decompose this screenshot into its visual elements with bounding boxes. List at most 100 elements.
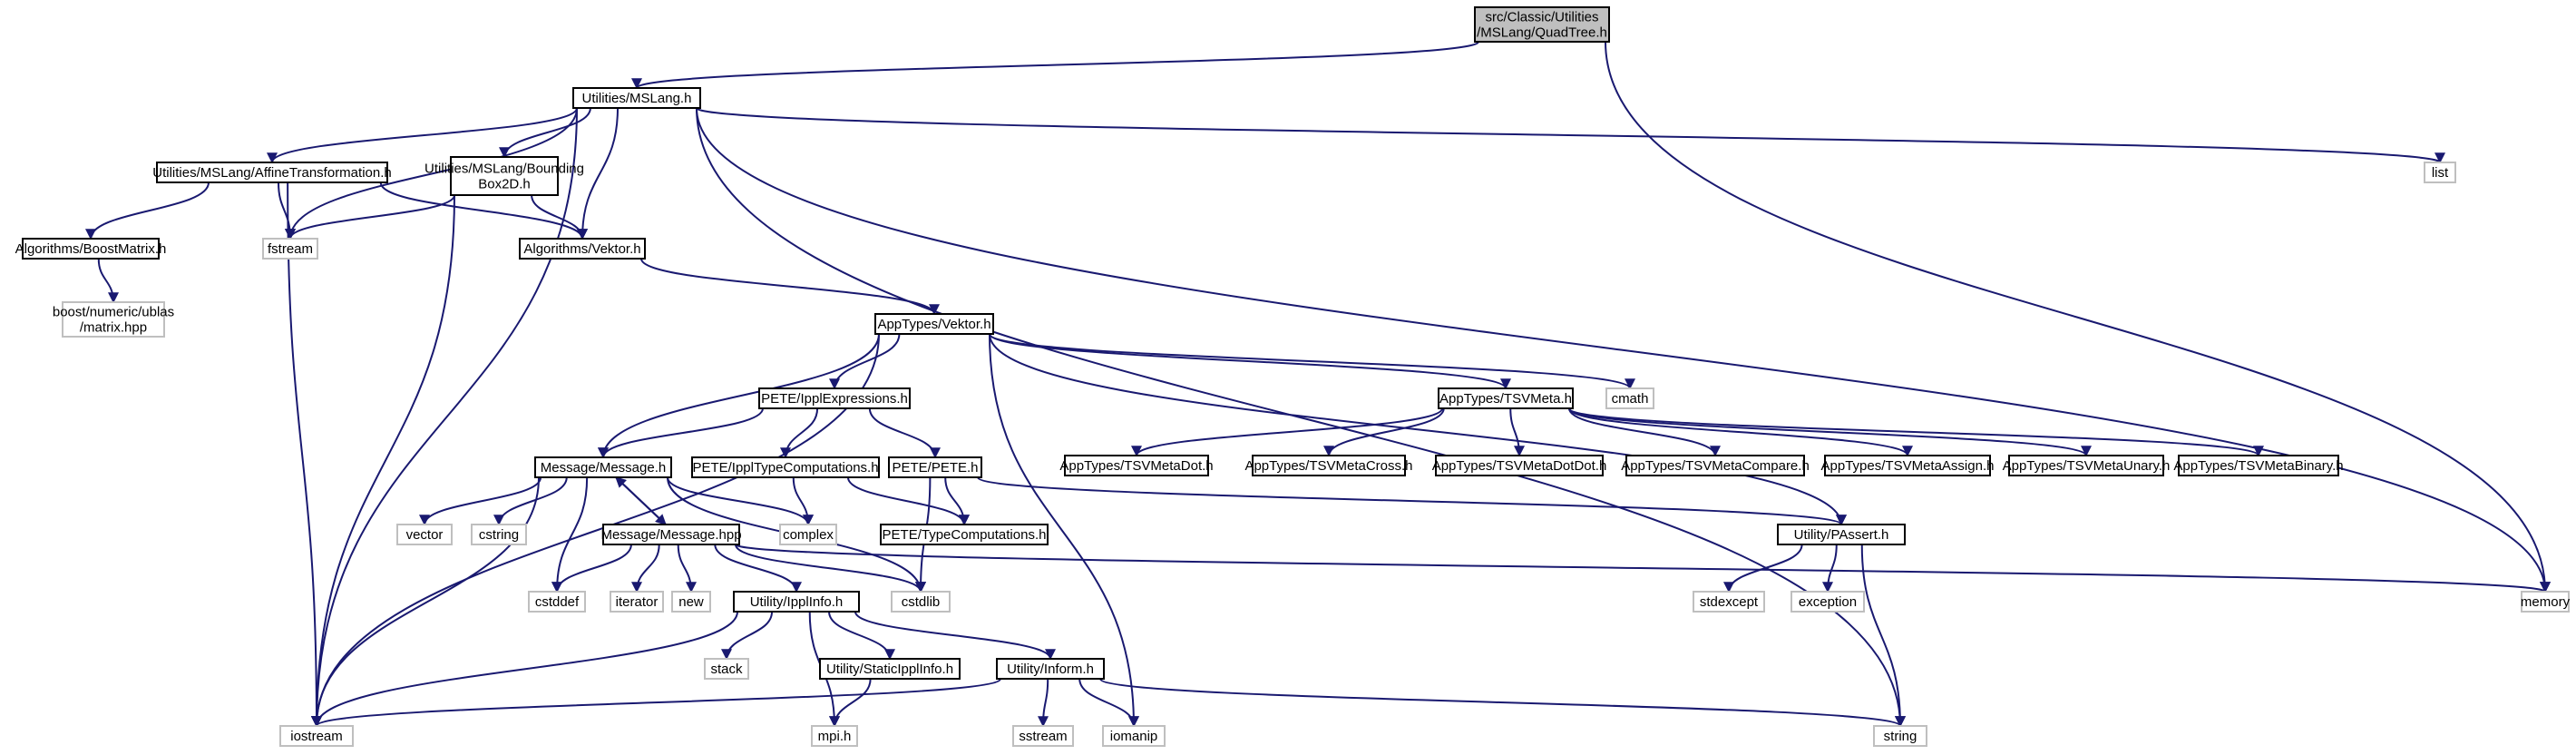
node-vector-box	[396, 524, 453, 545]
node-fstream-box	[262, 238, 318, 260]
node-ipplexpr[interactable]: PETE/IpplExpressions.h	[758, 387, 911, 409]
node-iterator-box	[610, 591, 664, 613]
node-ipplexpr-box	[758, 387, 911, 409]
node-ipplinfo-box	[733, 591, 860, 613]
node-memory-label: memory	[2521, 594, 2571, 610]
node-appvektor-box	[874, 313, 994, 335]
node-ipplexpr-label: PETE/IpplExpressions.h	[761, 391, 908, 407]
node-cstring-box	[471, 524, 527, 545]
node-root: src/Classic/Utilities/MSLang/QuadTree.h	[1474, 6, 1610, 43]
node-exception-label: exception	[1799, 594, 1857, 610]
node-tsvunary[interactable]: AppTypes/TSVMetaUnary.h	[2003, 455, 2171, 476]
node-ipplinfo[interactable]: Utility/IpplInfo.h	[733, 591, 860, 613]
node-mslang[interactable]: Utilities/MSLang.h	[572, 87, 701, 109]
node-list: list	[2424, 162, 2456, 183]
node-stdexcept-label: stdexcept	[1700, 594, 1759, 610]
node-staticippl-box	[819, 658, 961, 680]
node-tsvcross-label: AppTypes/TSVMetaCross.h	[1244, 458, 1412, 474]
edge-appvektor-to-tsvmeta	[989, 333, 1511, 390]
node-typecomp[interactable]: PETE/TypeComputations.h	[880, 524, 1049, 545]
node-boostmatrix-label: Algorithms/BoostMatrix.h	[15, 241, 167, 257]
node-tsvmeta-label: AppTypes/TSVMeta.h	[1439, 391, 1572, 407]
node-ipplinfo-label: Utility/IpplInfo.h	[750, 594, 844, 610]
node-cmath-label: cmath	[1612, 391, 1649, 407]
node-exception: exception	[1791, 591, 1865, 613]
node-fstream-label: fstream	[268, 241, 313, 257]
node-tsvdotdot-box	[1435, 455, 1604, 476]
node-vector: vector	[396, 524, 453, 545]
node-tsvmeta[interactable]: AppTypes/TSVMeta.h	[1438, 387, 1574, 409]
node-tsvassign-label: AppTypes/TSVMetaAssign.h	[1821, 458, 1995, 474]
edge-appvektor-to-cmath	[989, 333, 1635, 390]
edge-passert-to-stdexcept	[1723, 544, 1803, 593]
node-inform-box	[996, 658, 1105, 680]
edge-algvektor-to-appvektor	[640, 258, 940, 316]
node-message[interactable]: Message/Message.h	[534, 456, 672, 478]
node-new: new	[671, 591, 711, 613]
node-tsvdot[interactable]: AppTypes/TSVMetaDot.h	[1059, 455, 1214, 476]
edge-inform-to-sstream	[1038, 678, 1049, 728]
node-cstddef-box	[528, 591, 586, 613]
node-passert[interactable]: Utility/PAssert.h	[1777, 524, 1906, 545]
node-algvektor[interactable]: Algorithms/Vektor.h	[519, 238, 646, 260]
node-affine[interactable]: Utilities/MSLang/AffineTransformation.h	[152, 162, 392, 183]
node-list-label: list	[2432, 165, 2449, 181]
node-memory: memory	[2521, 591, 2571, 613]
edge-inform-to-iostream	[311, 678, 1001, 728]
node-string: string	[1873, 725, 1927, 747]
node-sstream: sstream	[1012, 725, 1074, 747]
node-bbox-label: Box2D.h	[478, 177, 531, 192]
edge-mslang-to-memory	[696, 107, 2551, 593]
node-tsvcompare[interactable]: AppTypes/TSVMetaCompare.h	[1621, 455, 1810, 476]
node-iostream-label: iostream	[290, 729, 343, 744]
node-tsvdotdot[interactable]: AppTypes/TSVMetaDotDot.h	[1432, 455, 1607, 476]
edge-message-to-cstring	[493, 476, 568, 526]
node-tsvdot-label: AppTypes/TSVMetaDot.h	[1059, 458, 1213, 474]
edge-tsvmeta-to-tsvdot	[1131, 407, 1443, 457]
edges-layer	[85, 41, 2551, 728]
edge-staticippl-to-mpi	[829, 678, 872, 728]
node-cstdlib-label: cstdlib	[902, 594, 941, 610]
node-affine-label: Utilities/MSLang/AffineTransformation.h	[152, 165, 391, 181]
node-mslang-label: Utilities/MSLang.h	[582, 91, 692, 106]
node-iostream: iostream	[279, 725, 354, 747]
node-cstring-label: cstring	[479, 527, 519, 543]
node-tsvdot-box	[1064, 455, 1209, 476]
node-pete-label: PETE/PETE.h	[892, 460, 978, 476]
node-tsvbinary[interactable]: AppTypes/TSVMetaBinary.h	[2173, 455, 2344, 476]
node-algvektor-label: Algorithms/Vektor.h	[523, 241, 640, 257]
node-pete[interactable]: PETE/PETE.h	[888, 456, 982, 478]
node-ippltype[interactable]: PETE/IpplTypeComputations.h	[691, 456, 880, 478]
node-memory-box	[2521, 591, 2570, 613]
node-list-box	[2424, 162, 2456, 183]
node-staticippl[interactable]: Utility/StaticIpplInfo.h	[819, 658, 961, 680]
node-tsvbinary-box	[2178, 455, 2339, 476]
node-boostublas-label: /matrix.hpp	[80, 320, 147, 336]
edge-inform-to-iomanip	[1078, 678, 1139, 728]
edge-bbox-to-fstream	[285, 194, 455, 240]
edge-affine-to-iostream	[287, 181, 322, 728]
node-stack-box	[704, 658, 749, 680]
node-tsvassign[interactable]: AppTypes/TSVMetaAssign.h	[1821, 455, 1995, 476]
node-stdexcept: stdexcept	[1693, 591, 1765, 613]
node-tsvunary-box	[2008, 455, 2164, 476]
node-tsvcross[interactable]: AppTypes/TSVMetaCross.h	[1244, 455, 1413, 476]
edge-ipplinfo-to-stack	[721, 611, 774, 661]
node-sstream-box	[1012, 725, 1074, 747]
edge-root-to-memory	[1605, 41, 2551, 593]
node-messagehpp[interactable]: Message/Message.hpp	[600, 524, 742, 545]
edge-tsvmeta-to-tsvcompare	[1568, 407, 1721, 457]
node-boostublas: boost/numeric/ublas/matrix.hpp	[53, 301, 174, 338]
edge-passert-to-exception	[1822, 544, 1838, 593]
edge-appvektor-to-ipplexpr	[829, 333, 901, 390]
node-cmath-box	[1605, 387, 1654, 409]
node-appvektor[interactable]: AppTypes/Vektor.h	[874, 313, 994, 335]
node-inform[interactable]: Utility/Inform.h	[996, 658, 1105, 680]
edge-messagehpp-to-ipplinfo	[714, 544, 802, 593]
node-inform-label: Utility/Inform.h	[1007, 662, 1094, 677]
node-boostublas-box	[62, 301, 165, 338]
edge-message-to-complex	[667, 476, 814, 526]
node-boostmatrix[interactable]: Algorithms/BoostMatrix.h	[15, 238, 167, 260]
